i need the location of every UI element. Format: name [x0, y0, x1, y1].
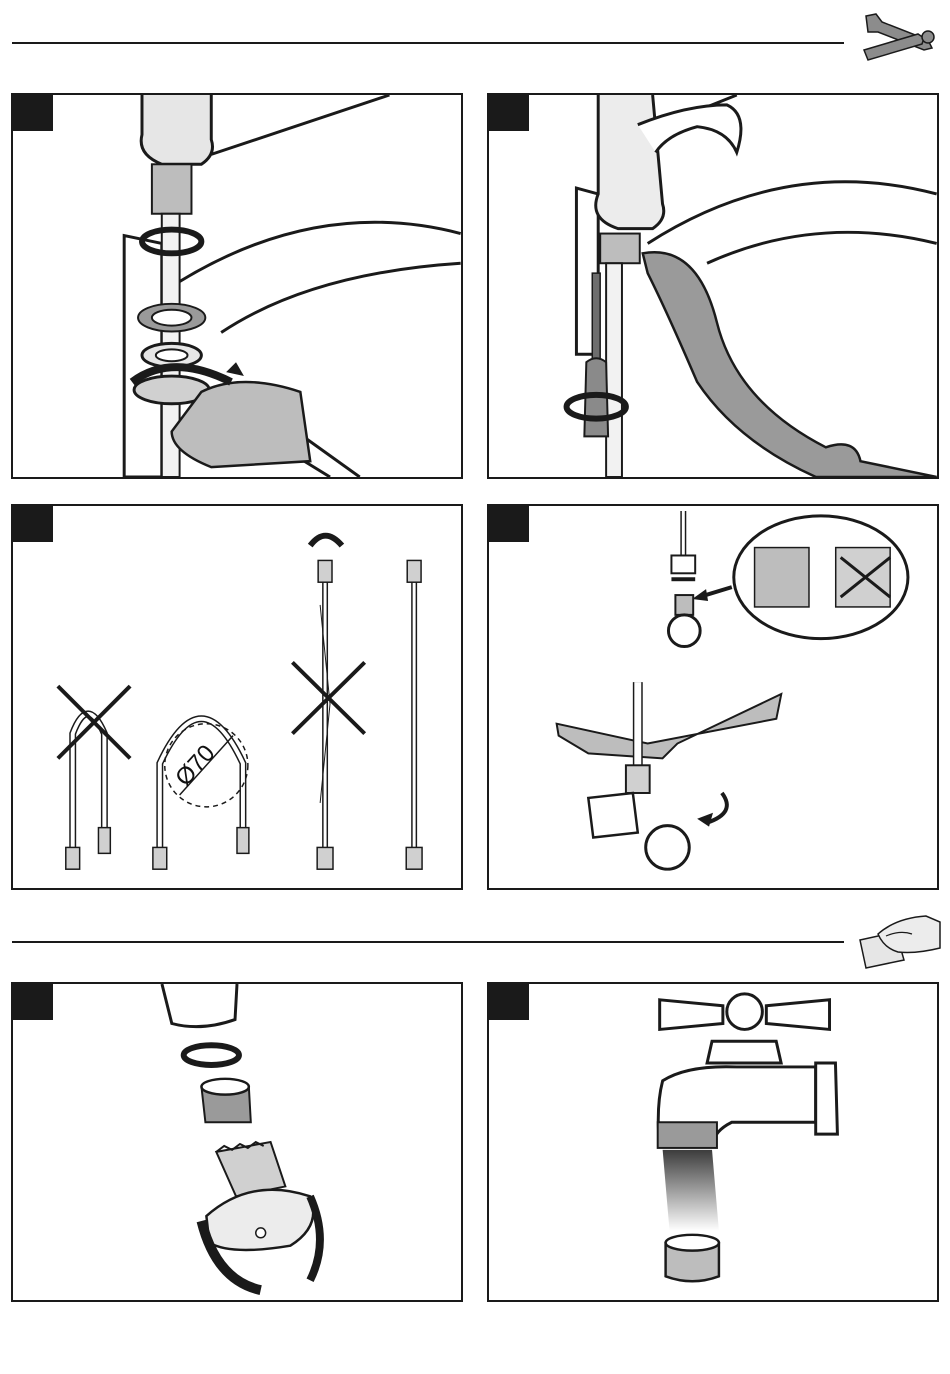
wrench-screwdriver-icon [858, 10, 938, 66]
section-rule-cleaning [12, 941, 844, 943]
panel-rinse-aerator [487, 982, 939, 1302]
panel-mount-faucet [11, 93, 463, 479]
illustration-supply-hoses [13, 506, 461, 888]
panel-connect-supply [487, 504, 939, 890]
illustration-mount-faucet [13, 95, 461, 477]
hand-cloth-icon [856, 912, 942, 972]
panel-supply-hoses: Ø70 [11, 504, 463, 890]
panel-tighten-mounting-nut [487, 93, 939, 479]
illustration-remove-aerator [13, 984, 461, 1300]
illustration-tighten-mounting-nut [489, 95, 937, 477]
section-rule-installation [12, 42, 844, 44]
panel-remove-aerator [11, 982, 463, 1302]
illustration-rinse-aerator [489, 984, 937, 1300]
illustration-connect-supply [489, 506, 937, 888]
